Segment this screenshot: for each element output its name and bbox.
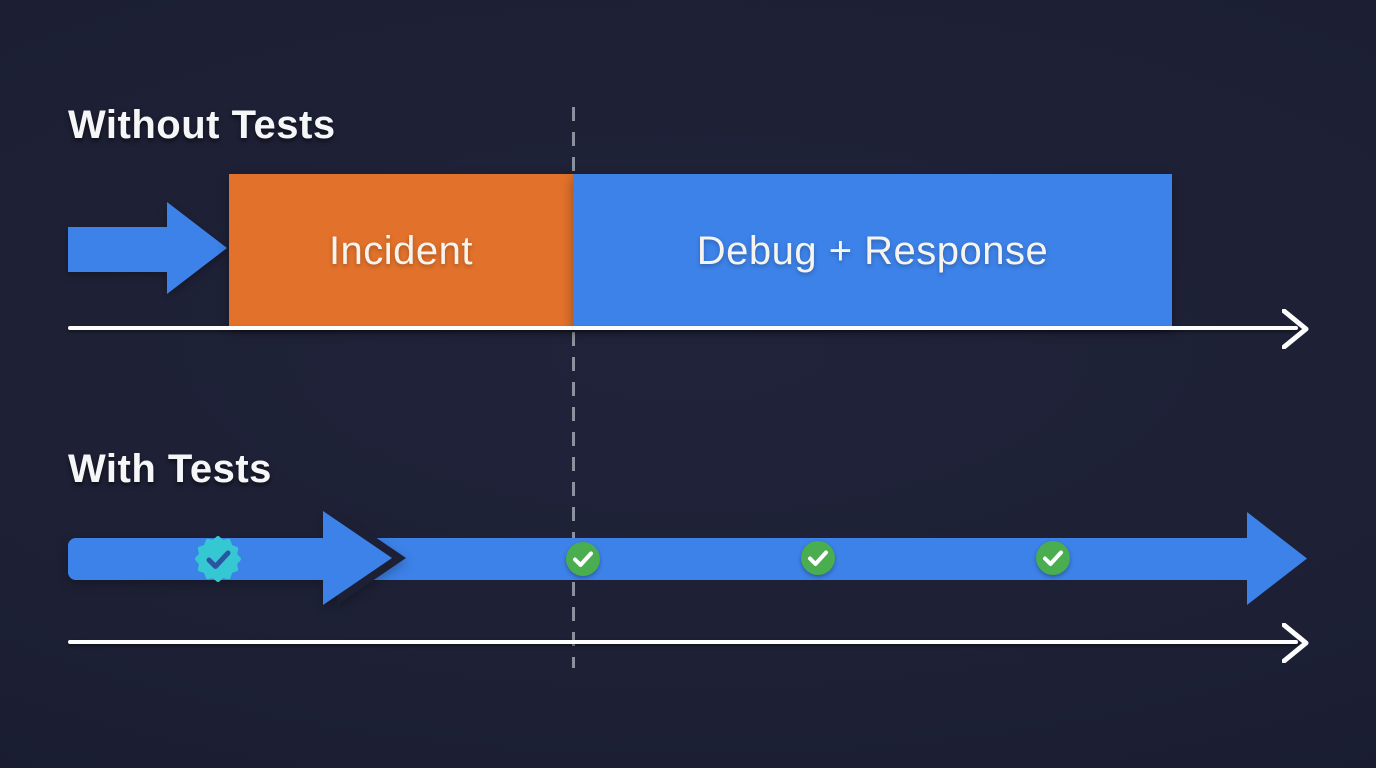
incident-phase-box: Incident [229,174,573,328]
incident-phase-label: Incident [328,228,474,273]
arrow-head [167,202,227,294]
white-thin-right-arrow-icon [1282,623,1309,663]
green-check-circle-icon [566,542,600,576]
arrow-head [1247,512,1307,605]
arrow-head [323,511,392,605]
debug-response-phase-box: Debug + Response [573,174,1172,328]
section-title-without-tests: Without Tests [68,103,336,147]
blue-right-arrow-icon [68,202,228,294]
green-check-circle-icon [801,541,835,575]
arrow-shaft [68,227,168,272]
section-title-with-tests: With Tests [68,447,272,491]
checkmark [808,550,828,566]
checkmark [573,551,593,567]
teal-seal-check-icon [195,536,241,582]
dashed-divider-line [572,107,575,668]
debug-response-phase-label: Debug + Response [696,228,1049,273]
checkmark [1043,550,1063,566]
timeline-axis-bottom [68,640,1298,644]
timeline-axis-top [68,326,1298,330]
white-thin-right-arrow-icon [1282,309,1309,349]
green-check-circle-icon [1036,541,1070,575]
